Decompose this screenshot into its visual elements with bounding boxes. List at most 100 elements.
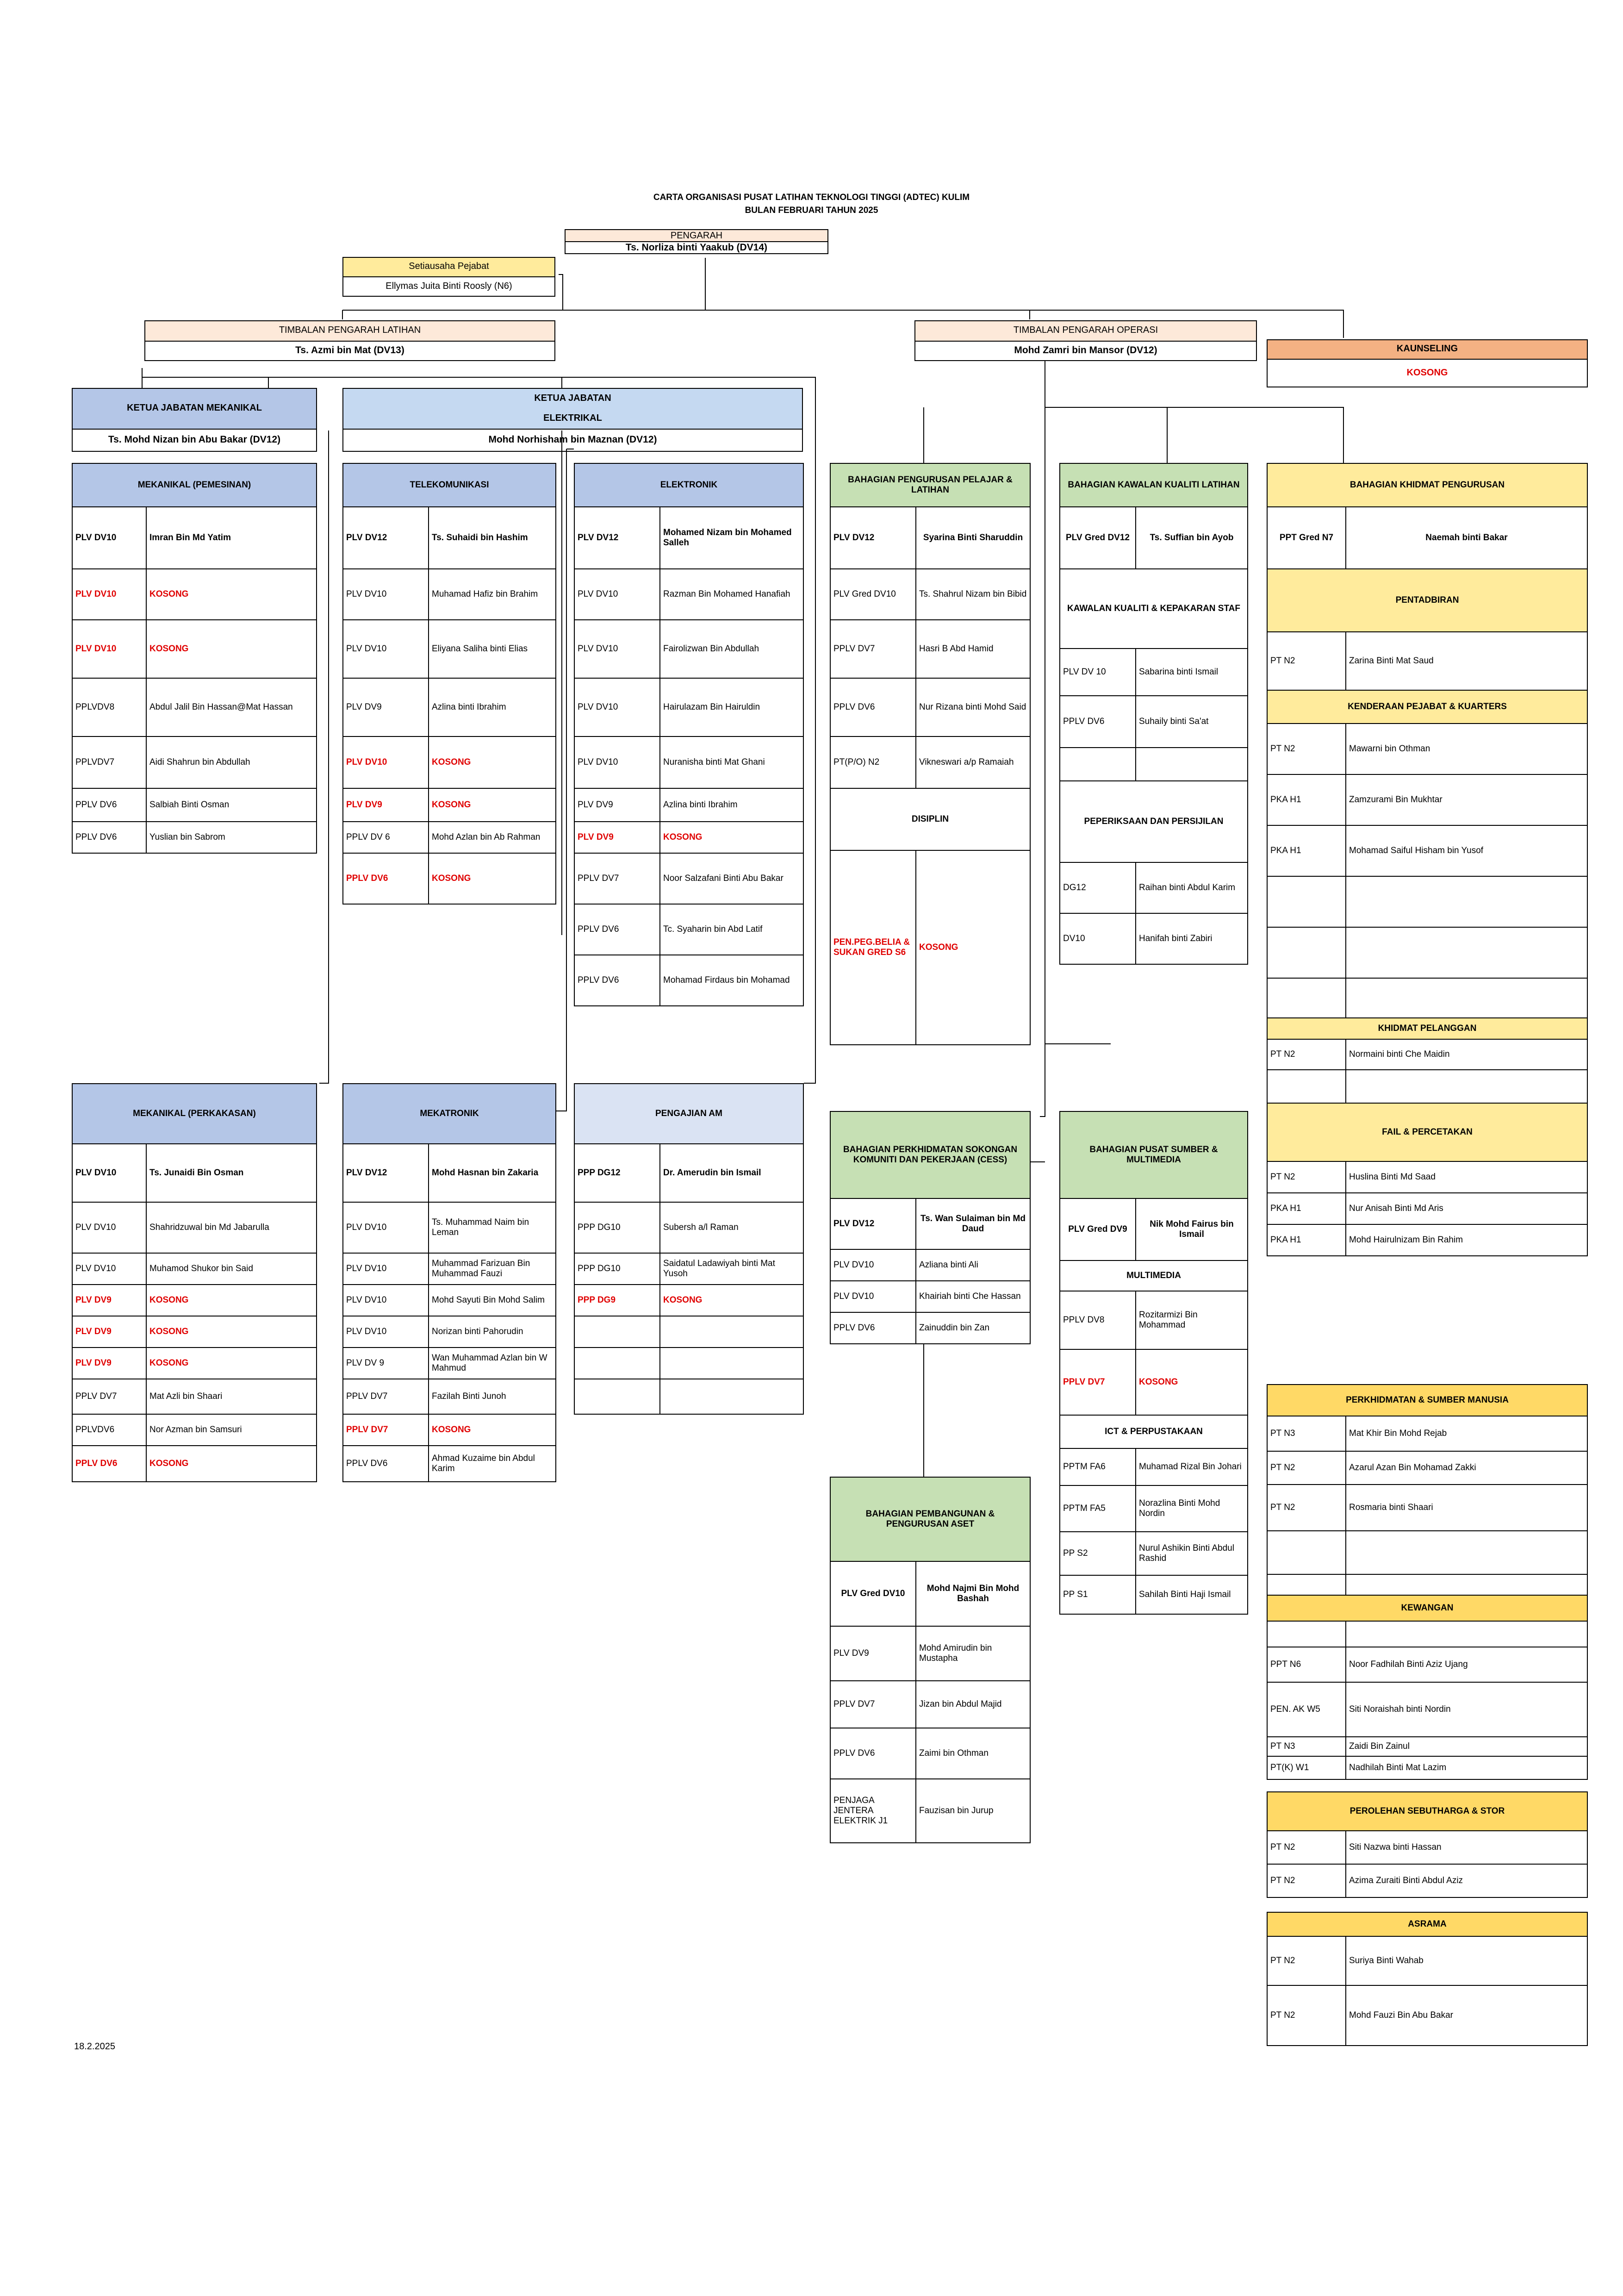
grade-cell: PLV Gred DV10 <box>830 568 916 620</box>
name-cell: Rosmaria binti Shaari <box>1345 1484 1588 1531</box>
grade-cell: PPLV DV6 <box>1059 695 1136 748</box>
name-cell: Zaimi bin Othman <box>915 1728 1031 1779</box>
grade-cell: PLV DV12 <box>342 506 429 569</box>
name-cell: Ts. Suhaidi bin Hashim <box>428 506 556 569</box>
section-title: KEWANGAN <box>1267 1595 1588 1622</box>
grade-cell: PT N2 <box>1267 1451 1346 1485</box>
name-cell: Nuranisha binti Mat Ghani <box>659 736 804 789</box>
grade-cell: PLV DV10 <box>72 568 147 620</box>
grade-cell: PPLV DV7 <box>830 619 916 679</box>
vacant-cell: KOSONG <box>146 568 317 620</box>
name-cell: Jizan bin Abdul Majid <box>915 1680 1031 1728</box>
table-row <box>1267 978 1588 1018</box>
name-cell: Mohamad Firdaus bin Mohamad <box>659 955 804 1006</box>
name-cell: Nur Rizana binti Mohd Said <box>915 678 1031 737</box>
vacant-cell: KOSONG <box>659 821 804 854</box>
name-cell: Raihan binti Abdul Karim <box>1135 862 1248 914</box>
grade-cell: PPLV DV7 <box>342 1414 429 1446</box>
name-cell: Nadhilah Binti Mat Lazim <box>1345 1756 1588 1780</box>
name-cell: Syarina Binti Sharuddin <box>915 506 1031 569</box>
grade-cell: PPLV DV7 <box>72 1379 147 1415</box>
grade-cell: PPP DG10 <box>574 1253 660 1285</box>
name-cell: Suhaily binti Sa'at <box>1135 695 1248 748</box>
name-cell: Ts. Muhammad Naim bin Leman <box>428 1202 556 1254</box>
name-cell: Wan Muhammad Azlan bin W Mahmud <box>428 1347 556 1379</box>
name-cell: Norazlina Binti Mohd Nordin <box>1135 1485 1248 1532</box>
chart-subtitle: BULAN FEBRUARI TAHUN 2025 <box>745 206 878 215</box>
name-cell: Nor Azman bin Samsuri <box>146 1414 317 1446</box>
table-row <box>1059 747 1248 781</box>
grade-cell: PT N3 <box>1267 1736 1346 1757</box>
name-cell: Zarina Binti Mat Saud <box>1345 631 1588 691</box>
table-row <box>574 1379 804 1415</box>
grade-cell: PLV DV10 <box>342 1316 429 1348</box>
grade-cell: PLV DV10 <box>72 1143 147 1203</box>
name-cell <box>1345 1069 1588 1104</box>
grade-cell: PEN.PEG.BELIA & SUKAN GRED S6 <box>830 850 916 1045</box>
grade-cell: PLV DV10 <box>342 736 429 789</box>
kaunseling-box: KAUNSELING KOSONG <box>1267 339 1588 387</box>
name-cell: Subersh a/l Raman <box>659 1202 804 1254</box>
grade-cell: PLV DV9 <box>342 788 429 822</box>
kj-mekanikal-label: KETUA JABATAN MEKANIKAL <box>73 389 316 429</box>
name-cell: Mohd Najmi Bin Mohd Bashah <box>915 1561 1031 1627</box>
grade-cell: DV10 <box>1059 913 1136 965</box>
setiausaha-name: Ellymas Juita Binti Roosly (N6) <box>343 276 554 296</box>
tp-operasi-label: TIMBALAN PENGARAH OPERASI <box>915 321 1256 341</box>
name-cell: Fazilah Binti Junoh <box>428 1379 556 1415</box>
section-title: PERKHIDMATAN & SUMBER MANUSIA <box>1267 1384 1588 1416</box>
vacant-cell: KOSONG <box>428 788 556 822</box>
name-cell: Hairulazam Bin Hairuldin <box>659 678 804 737</box>
grade-cell: PLV DV12 <box>574 506 660 569</box>
grade-cell: PLV Gred DV10 <box>830 1561 916 1627</box>
name-cell: Aidi Shahrun bin Abdullah <box>146 736 317 789</box>
grade-cell: PPLV DV6 <box>830 1728 916 1779</box>
table-row: KENDERAAN PEJABAT & KUARTERS <box>1267 690 1588 724</box>
name-cell: Yuslian bin Sabrom <box>146 821 317 854</box>
name-cell: Nur Anisah Binti Md Aris <box>1345 1192 1588 1225</box>
grade-cell: PLV DV9 <box>342 678 429 737</box>
name-cell: Hasri B Abd Hamid <box>915 619 1031 679</box>
name-cell: Azima Zuraiti Binti Abdul Aziz <box>1345 1864 1588 1898</box>
vacant-cell: KOSONG <box>659 1284 804 1316</box>
name-cell: Sabarina binti Ismail <box>1135 648 1248 696</box>
vacant-cell: KOSONG <box>428 1414 556 1446</box>
grade-cell <box>1267 876 1346 928</box>
grade-cell <box>574 1347 660 1379</box>
tp-operasi-name: Mohd Zamri bin Mansor (DV12) <box>915 341 1256 360</box>
grade-cell <box>574 1379 660 1415</box>
grade-cell: PLV DV10 <box>574 678 660 737</box>
grade-cell: PPLV DV 6 <box>342 821 429 854</box>
name-cell <box>659 1316 804 1348</box>
section-title: BAHAGIAN KAWALAN KUALITI LATIHAN <box>1059 463 1248 507</box>
name-cell: Ts. Junaidi Bin Osman <box>146 1143 317 1203</box>
name-cell: Norizan binti Pahorudin <box>428 1316 556 1348</box>
grade-cell: PLV DV10 <box>574 736 660 789</box>
name-cell: Mat Azli bin Shaari <box>146 1379 317 1415</box>
